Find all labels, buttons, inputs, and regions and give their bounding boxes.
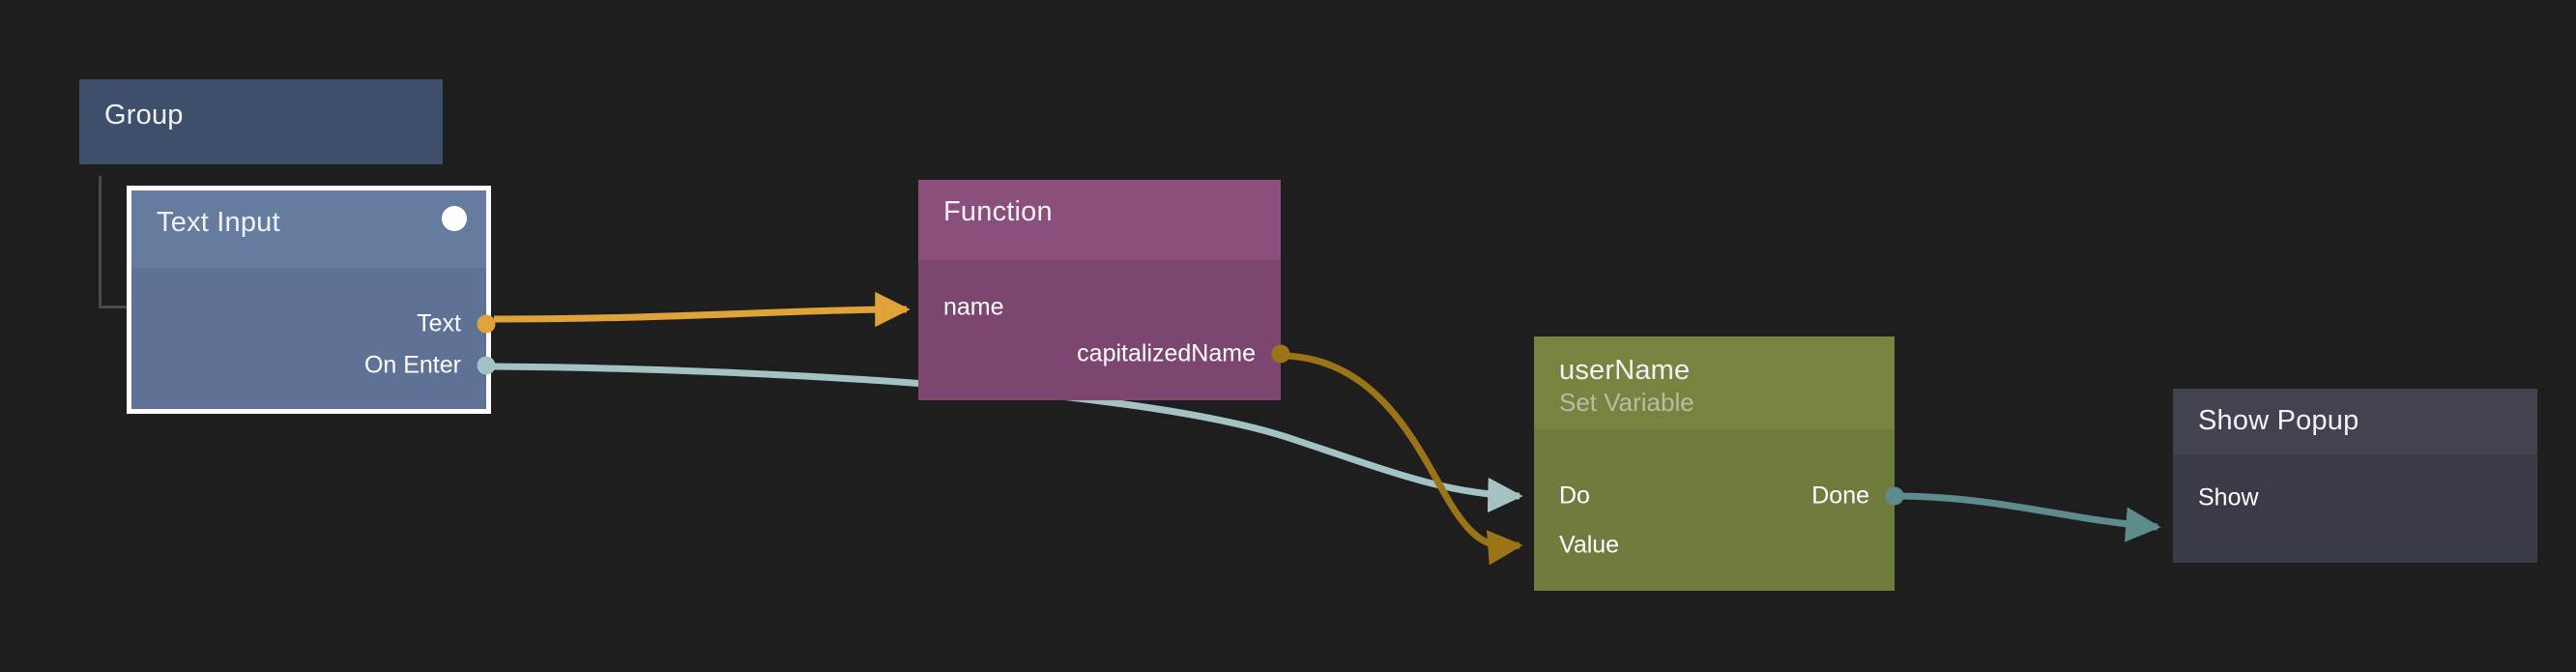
port-label-show: Show <box>2198 483 2259 511</box>
node-user-name-title: userName <box>1559 355 1691 386</box>
node-function-header: Function <box>918 180 1281 260</box>
port-label-on-enter: On Enter <box>363 351 461 379</box>
node-function-body: name capitalizedName <box>918 260 1290 400</box>
edge-text-to-name <box>493 291 911 328</box>
edge-capitalizedname-to-value <box>1285 352 1523 566</box>
node-text-input-title: Text Input <box>157 207 280 238</box>
port-label-value: Value <box>1559 531 1620 559</box>
node-user-name-header: userName Set Variable <box>1534 336 1895 429</box>
node-show-popup[interactable]: Show Popup Show <box>2173 389 2537 563</box>
node-function-title: Function <box>943 196 1053 227</box>
port-dot-done-output[interactable] <box>1885 486 1904 506</box>
node-group[interactable]: Group <box>79 79 443 164</box>
node-user-name[interactable]: userName Set Variable Do Done Value <box>1534 336 1904 591</box>
port-label-done: Done <box>1811 482 1869 510</box>
node-text-input[interactable]: Text Input Text On Enter <box>127 186 496 414</box>
port-dot-on-enter-output[interactable] <box>477 356 496 375</box>
node-user-name-body: Do Done Value <box>1534 429 1904 591</box>
port-dot-capitalized-name-output[interactable] <box>1271 344 1290 364</box>
node-text-input-body: Text On Enter <box>131 268 496 409</box>
port-label-capitalized-name: capitalizedName <box>1077 339 1256 367</box>
node-show-popup-title: Show Popup <box>2198 405 2359 436</box>
node-show-popup-header: Show Popup <box>2173 389 2537 454</box>
node-show-popup-body: Show <box>2173 454 2537 563</box>
port-dot-text-output[interactable] <box>477 314 496 334</box>
port-label-do: Do <box>1559 482 1590 510</box>
edge-done-to-show <box>1898 492 2161 542</box>
node-function[interactable]: Function name capitalizedName <box>918 180 1290 400</box>
group-child-bracket <box>99 176 132 308</box>
white-dot-badge-icon[interactable] <box>442 206 467 231</box>
node-text-input-header: Text Input <box>131 190 486 268</box>
node-group-title: Group <box>104 100 184 131</box>
port-label-name: name <box>943 293 1004 321</box>
port-label-text: Text <box>417 309 461 337</box>
node-user-name-subtitle: Set Variable <box>1559 387 1694 417</box>
node-group-header: Group <box>79 79 443 131</box>
